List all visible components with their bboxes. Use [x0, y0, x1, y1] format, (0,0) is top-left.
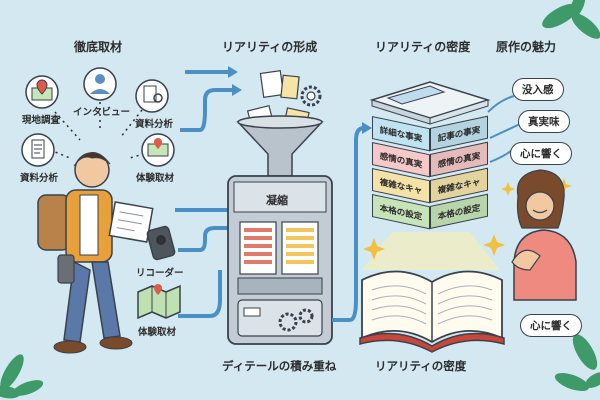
document-search-icon: [135, 79, 169, 113]
map-pin-icon: [25, 75, 59, 109]
map-icon: [141, 133, 175, 167]
leaf-decoration-bottom-right: [554, 334, 600, 392]
label-analysis-left: 資料分析: [20, 173, 59, 184]
gear-icon: [300, 85, 322, 107]
machine-label: 凝縮: [266, 194, 288, 207]
reader-figure: [511, 169, 577, 301]
charm-bubble-immersion: 没入感: [512, 78, 564, 101]
section-title-charm: 原作の魅力: [496, 40, 557, 54]
section-title-research: 徹底取材: [74, 40, 123, 54]
funnel: [236, 115, 324, 177]
dotted-connector-lines: [49, 102, 151, 159]
interviewer-icon: [83, 67, 117, 101]
condensing-machine: [227, 175, 333, 345]
output-arrow: [332, 126, 365, 322]
leaf-decoration-bottom-left: [0, 354, 44, 399]
handheld-recorder: [57, 254, 75, 284]
section-title-density: リアリティの密度: [375, 40, 471, 54]
open-book-icon: [359, 270, 505, 353]
charm-bubble-authenticity: 真実味: [518, 110, 570, 133]
input-arrows: [175, 70, 236, 318]
researcher-figure: [37, 152, 154, 354]
document-icon: [21, 133, 55, 167]
charm-bubble-touching: 心に響く: [510, 142, 572, 165]
backpack: [37, 194, 71, 251]
book-caption: リアリティの密度: [375, 359, 467, 373]
sparkle-icons: [363, 178, 572, 260]
machine-caption: ディテールの積み重ね: [222, 359, 337, 373]
light-beam: [362, 232, 500, 270]
label-field-research: 現地調査: [22, 115, 61, 126]
recorder-icon: [146, 225, 176, 261]
label-analysis-top: 資料分析: [135, 119, 174, 130]
section-title-formation: リアリティの形成: [222, 40, 318, 54]
layer-stack-3d: [369, 81, 491, 125]
leaf-decoration-top-right: [542, 0, 600, 39]
label-interview: インタビュー: [73, 107, 131, 118]
label-experience-bottom: 体験取材: [138, 327, 177, 338]
label-experience-top: 体験取材: [136, 173, 175, 184]
label-recorder: リコーダー: [136, 268, 184, 279]
folded-map-icon: [137, 284, 181, 320]
reader-reaction-bubble: 心に響く: [520, 314, 582, 337]
